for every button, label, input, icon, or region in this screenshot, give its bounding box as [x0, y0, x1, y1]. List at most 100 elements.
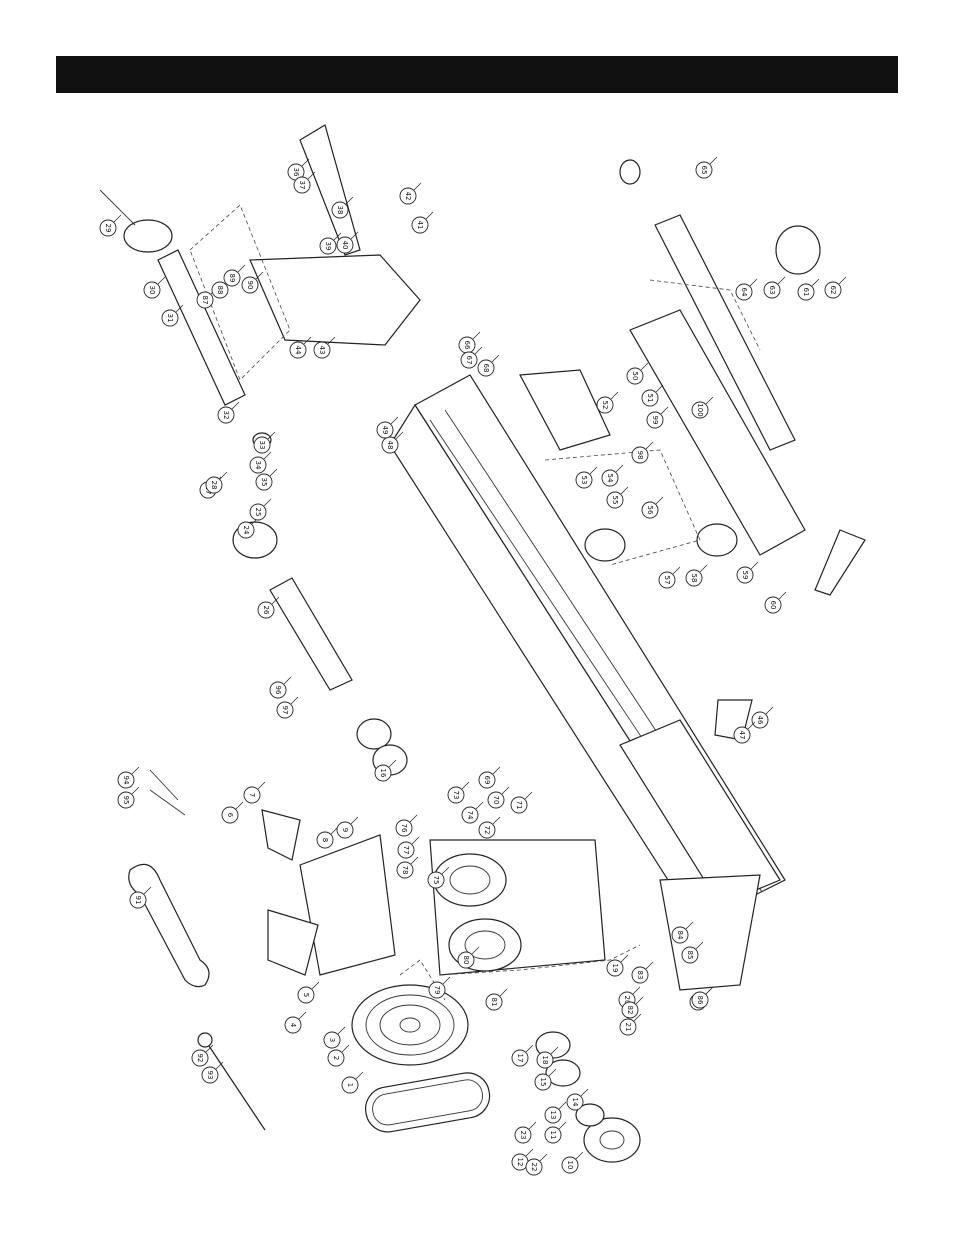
callout-21: 21 — [619, 1013, 642, 1036]
callout-label: 44 — [294, 346, 302, 355]
callout-label: 23 — [519, 1131, 527, 1140]
callout-9: 9 — [336, 816, 359, 839]
callout-label: 41 — [416, 221, 424, 230]
callout-8: 8 — [316, 826, 339, 849]
callout-label: 8 — [321, 838, 329, 842]
callout-label: 47 — [738, 731, 746, 740]
callout-label: 29 — [104, 224, 112, 233]
callout-13: 13 — [544, 1101, 567, 1124]
callout-44: 44 — [289, 336, 312, 359]
callout-22: 22 — [525, 1153, 548, 1176]
callout-37: 37 — [293, 171, 316, 194]
callout-label: 65 — [700, 166, 708, 175]
callout-78: 78 — [396, 856, 419, 879]
header-bar — [56, 56, 898, 93]
callout-label: 88 — [216, 286, 224, 295]
callout-label: 6 — [226, 813, 234, 818]
callout-70: 70 — [487, 786, 510, 809]
callout-43: 43 — [313, 336, 336, 359]
callout-label: 84 — [676, 931, 684, 940]
callout-label: 75 — [432, 876, 440, 885]
callout-label: 39 — [324, 242, 332, 251]
callout-label: 81 — [490, 998, 498, 1007]
callout-61: 61 — [797, 278, 820, 301]
callout-label: 10 — [566, 1161, 574, 1170]
lathe-bed — [389, 374, 786, 991]
callout-label: 42 — [404, 192, 412, 201]
callout-label: 26 — [262, 606, 270, 615]
callout-75: 75 — [427, 866, 450, 889]
callout-label: 33 — [258, 441, 266, 450]
callout-label: 71 — [515, 801, 523, 810]
callout-99: 99 — [646, 406, 669, 429]
callout-label: 5 — [302, 993, 310, 997]
callout-96: 96 — [269, 676, 292, 699]
callout-53: 53 — [575, 466, 598, 489]
callout-47: 47 — [733, 721, 756, 744]
callout-label: 49 — [381, 426, 389, 435]
callout-49: 49 — [376, 416, 399, 439]
callout-2: 2 — [327, 1044, 350, 1067]
callout-label: 38 — [336, 206, 344, 215]
callout-label: 50 — [631, 372, 639, 381]
callout-label: 82 — [626, 1006, 634, 1015]
callout-label: 100 — [696, 403, 704, 416]
callout-18: 18 — [536, 1046, 559, 1069]
callout-label: 24 — [242, 526, 250, 535]
callout-label: 92 — [196, 1054, 204, 1063]
callout-31: 31 — [161, 304, 184, 327]
callout-77: 77 — [397, 836, 420, 859]
callout-label: 22 — [530, 1163, 538, 1172]
callout-56: 56 — [641, 496, 664, 519]
callout-label: 89 — [228, 274, 236, 283]
pulley — [351, 984, 469, 1066]
callout-label: 21 — [624, 1023, 632, 1032]
callout-58: 58 — [685, 564, 708, 587]
callout-label: 25 — [254, 508, 262, 517]
callout-label: 43 — [318, 346, 326, 355]
callout-label: 83 — [636, 971, 644, 980]
callout-15: 15 — [534, 1068, 557, 1091]
callout-89: 89 — [223, 264, 246, 287]
callout-label: 93 — [206, 1071, 214, 1080]
callout-label: 35 — [260, 478, 268, 487]
callout-59: 59 — [736, 561, 759, 584]
callout-label: 52 — [601, 401, 609, 410]
callout-93: 93 — [201, 1061, 224, 1084]
callout-label: 64 — [740, 288, 748, 297]
callout-48: 48 — [381, 431, 404, 454]
callout-35: 35 — [255, 468, 278, 491]
callout-54: 54 — [601, 464, 624, 487]
callout-36: 36 — [287, 158, 310, 181]
callout-73: 73 — [447, 781, 470, 804]
callout-62: 62 — [824, 276, 847, 299]
callout-4: 4 — [284, 1011, 307, 1034]
callout-label: 40 — [341, 241, 349, 250]
callout-label: 67 — [465, 356, 473, 365]
callout-label: 36 — [292, 168, 300, 177]
callout-label: 19 — [611, 964, 619, 973]
callout-label: 9 — [341, 828, 349, 832]
callout-79: 79 — [428, 976, 451, 999]
callout-100: 100 — [691, 396, 714, 419]
callout-6: 6 — [221, 801, 244, 824]
callout-label: 34 — [254, 461, 262, 470]
callout-label: 73 — [452, 791, 460, 800]
callout-label: 61 — [802, 288, 810, 297]
callout-label: 80 — [462, 956, 470, 965]
callout-label: 76 — [400, 824, 408, 833]
callout-label: 63 — [768, 286, 776, 295]
callout-26: 26 — [257, 596, 280, 619]
callout-64: 64 — [735, 278, 758, 301]
callout-label: 30 — [148, 286, 156, 295]
callout-label: 4 — [289, 1023, 297, 1028]
callout-39: 39 — [319, 232, 342, 255]
callout-84: 84 — [671, 921, 694, 944]
callout-label: 86 — [696, 996, 704, 1005]
callout-5: 5 — [297, 981, 320, 1004]
callout-label: 98 — [636, 451, 644, 460]
headstock — [299, 834, 606, 976]
callout-98: 98 — [631, 441, 654, 464]
spindle — [232, 521, 353, 691]
